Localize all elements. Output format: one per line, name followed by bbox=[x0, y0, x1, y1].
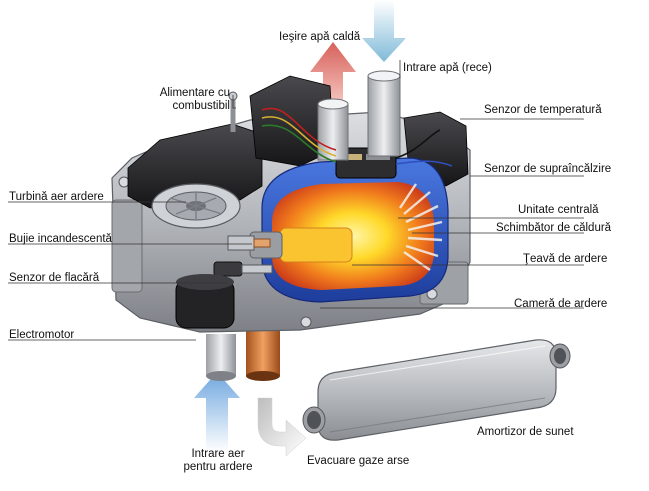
electric-motor bbox=[175, 274, 235, 329]
label-flame-tube: Ţeavă de ardere bbox=[523, 253, 608, 265]
label-control-unit: Unitate centrală bbox=[518, 204, 599, 216]
flame-sensor bbox=[213, 261, 273, 277]
cold-water-arrow bbox=[362, 0, 406, 62]
label-fuel-supply-2: combustibil bbox=[172, 100, 230, 112]
label-silencer: Amortizor de sunet bbox=[477, 426, 574, 438]
wiring bbox=[261, 107, 453, 167]
label-cold-water-in: Intrare apă (rece) bbox=[403, 62, 492, 74]
exchanger-fins bbox=[399, 183, 443, 271]
label-air-intake-2: pentru ardere bbox=[183, 461, 253, 473]
label-overheat-sensor: Senzor de supraîncălzire bbox=[484, 163, 612, 175]
intake-pipe bbox=[206, 334, 236, 381]
label-fuel-supply-1: Alimentare cu bbox=[159, 87, 230, 99]
label-heat-exchanger: Schimbător de căldură bbox=[496, 222, 612, 234]
leader-lines bbox=[8, 60, 584, 341]
fan-wheel bbox=[151, 183, 241, 229]
hot-water-arrow bbox=[310, 42, 356, 100]
silencer-body bbox=[302, 339, 571, 441]
label-glow-plug: Bujie incandescentă bbox=[9, 233, 112, 245]
label-combustion-air-fan: Turbină aer ardere bbox=[9, 191, 104, 203]
label-electric-motor: Electromotor bbox=[9, 329, 75, 341]
label-hot-water-out: Ieşire apă caldă bbox=[279, 31, 361, 43]
label-exhaust-out: Evacuare gaze arse bbox=[307, 455, 410, 467]
combustion-chamber bbox=[272, 182, 434, 290]
glow-plug bbox=[227, 235, 271, 251]
label-flame-sensor: Senzor de flacără bbox=[9, 272, 100, 284]
label-combustion-chamber: Cameră de ardere bbox=[514, 298, 608, 310]
air-intake-arrow bbox=[194, 372, 240, 452]
exhaust-arrow bbox=[257, 397, 307, 457]
label-temperature-sensor: Senzor de temperatură bbox=[484, 104, 602, 116]
water-inlet-pipe bbox=[367, 70, 401, 157]
label-air-intake-1: Intrare aer bbox=[191, 448, 245, 460]
